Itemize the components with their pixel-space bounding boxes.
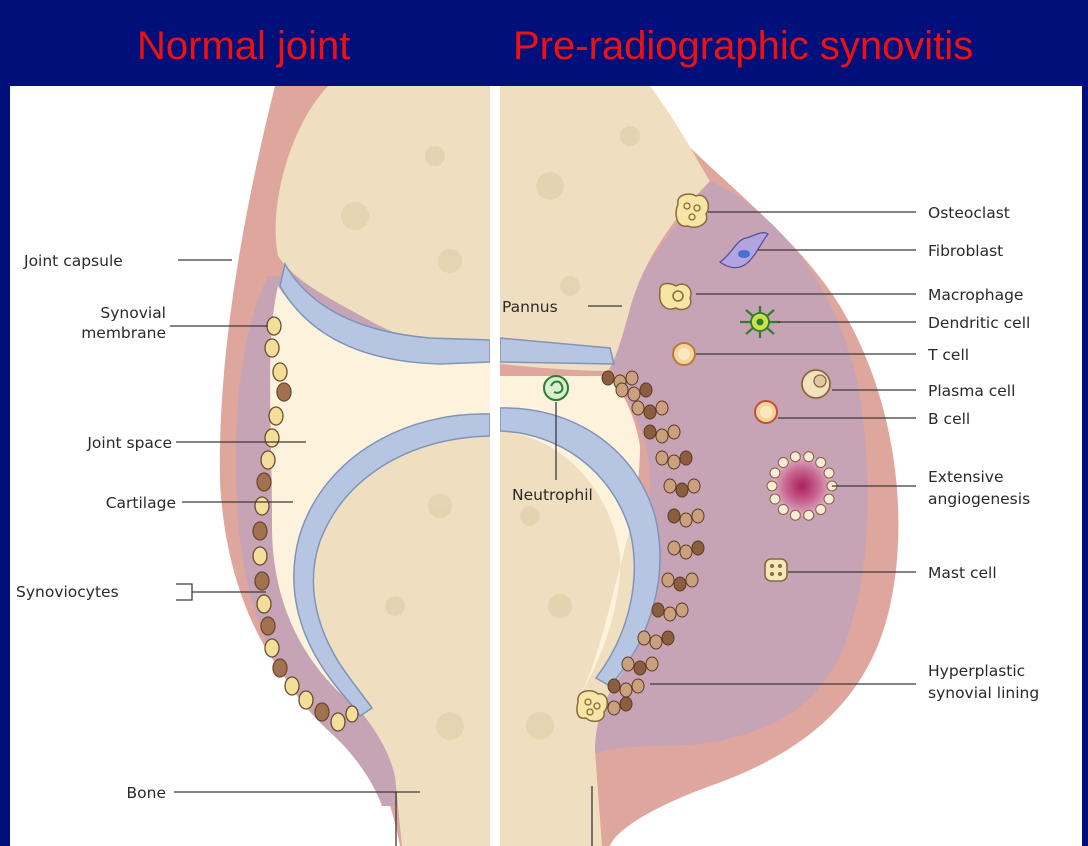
label-synovial-membrane-1: Synovial	[100, 304, 166, 322]
lining-cell	[668, 541, 680, 555]
vessel-cell	[816, 458, 826, 468]
lining-cell	[680, 451, 692, 465]
lining-cell	[620, 697, 632, 711]
lining-cell	[680, 545, 692, 559]
lining-cell	[664, 607, 676, 621]
vessel-cell	[770, 468, 780, 478]
lining-cell	[668, 509, 680, 523]
label-b-cell: B cell	[928, 410, 970, 428]
vessel-cell	[790, 452, 800, 462]
plasma-cell	[802, 370, 830, 398]
lining-cell	[676, 483, 688, 497]
lining-cell	[656, 429, 668, 443]
label-synovial-membrane-2: membrane	[81, 324, 166, 342]
label-dendritic-cell: Dendritic cell	[928, 314, 1030, 332]
lining-cell	[692, 509, 704, 523]
label-t-cell: T cell	[927, 346, 969, 364]
lining-cell	[688, 479, 700, 493]
vessel-cell	[778, 504, 788, 514]
lining-cell	[656, 451, 668, 465]
lining-cell	[662, 573, 674, 587]
label-bone: Bone	[127, 784, 166, 802]
normal-joint-heading: Normal joint	[137, 26, 350, 66]
label-mast-cell: Mast cell	[928, 564, 997, 582]
lining-cell	[608, 701, 620, 715]
vessel-cell	[824, 494, 834, 504]
lining-cell	[638, 631, 650, 645]
lining-cell	[644, 405, 656, 419]
t-cell	[673, 343, 695, 365]
vessel-cell	[816, 504, 826, 514]
lining-cell	[602, 371, 614, 385]
label-macrophage: Macrophage	[928, 286, 1023, 304]
dendritic-cell	[740, 306, 780, 338]
joint-illustration-panel: Joint capsule Synovial membrane Joint sp…	[10, 86, 1082, 846]
lining-cell	[676, 603, 688, 617]
vessel-cell	[804, 452, 814, 462]
lining-cell	[664, 479, 676, 493]
label-neutrophil: Neutrophil	[512, 486, 593, 504]
vessel-cell	[770, 494, 780, 504]
lining-cell	[620, 683, 632, 697]
lining-cell	[640, 383, 652, 397]
lining-cell	[680, 513, 692, 527]
lining-cell	[616, 383, 628, 397]
vessel-cell	[778, 458, 788, 468]
label-joint-space: Joint space	[86, 434, 172, 452]
label-osteoclast: Osteoclast	[928, 204, 1010, 222]
lining-cell	[668, 425, 680, 439]
osteoclast-cell	[676, 194, 708, 227]
lining-cell	[632, 401, 644, 415]
neutrophil-cell	[544, 376, 568, 400]
normal-joint	[220, 86, 490, 846]
vessel-cell	[804, 510, 814, 520]
lining-cell	[622, 657, 634, 671]
lining-cell	[692, 541, 704, 555]
center-divider	[490, 86, 500, 846]
lining-cell	[646, 657, 658, 671]
label-synoviocytes: Synoviocytes	[16, 583, 119, 601]
macrophage-cell	[660, 284, 691, 310]
lining-cell	[634, 661, 646, 675]
label-plasma-cell: Plasma cell	[928, 382, 1015, 400]
lining-cell	[686, 573, 698, 587]
label-hyperplastic-1: Hyperplastic	[928, 662, 1025, 680]
lining-cell	[626, 371, 638, 385]
lining-cell	[652, 603, 664, 617]
vessel-cell	[824, 468, 834, 478]
lining-cell	[632, 679, 644, 693]
synovitis-heading: Pre-radiographic synovitis	[513, 26, 973, 66]
label-cartilage: Cartilage	[106, 494, 176, 512]
synovitis-joint	[500, 86, 898, 846]
lining-cell	[644, 425, 656, 439]
vessel-cell	[767, 481, 777, 491]
mast-cell	[765, 559, 787, 581]
label-angiogenesis-1: Extensive	[928, 468, 1004, 486]
b-cell	[755, 401, 777, 423]
label-joint-capsule: Joint capsule	[23, 252, 123, 270]
lining-cell	[608, 679, 620, 693]
lining-cell	[668, 455, 680, 469]
osteoclast-lower	[577, 691, 607, 722]
label-pannus: Pannus	[502, 298, 558, 316]
lining-cell	[674, 577, 686, 591]
joint-diagram: Joint capsule Synovial membrane Joint sp…	[10, 86, 1082, 846]
label-angiogenesis-2: angiogenesis	[928, 490, 1030, 508]
lining-cell	[650, 635, 662, 649]
lining-cell	[628, 387, 640, 401]
vessel-cell	[790, 510, 800, 520]
label-hyperplastic-2: synovial lining	[928, 684, 1039, 702]
lining-cell	[656, 401, 668, 415]
lining-cell	[662, 631, 674, 645]
label-fibroblast: Fibroblast	[928, 242, 1003, 260]
